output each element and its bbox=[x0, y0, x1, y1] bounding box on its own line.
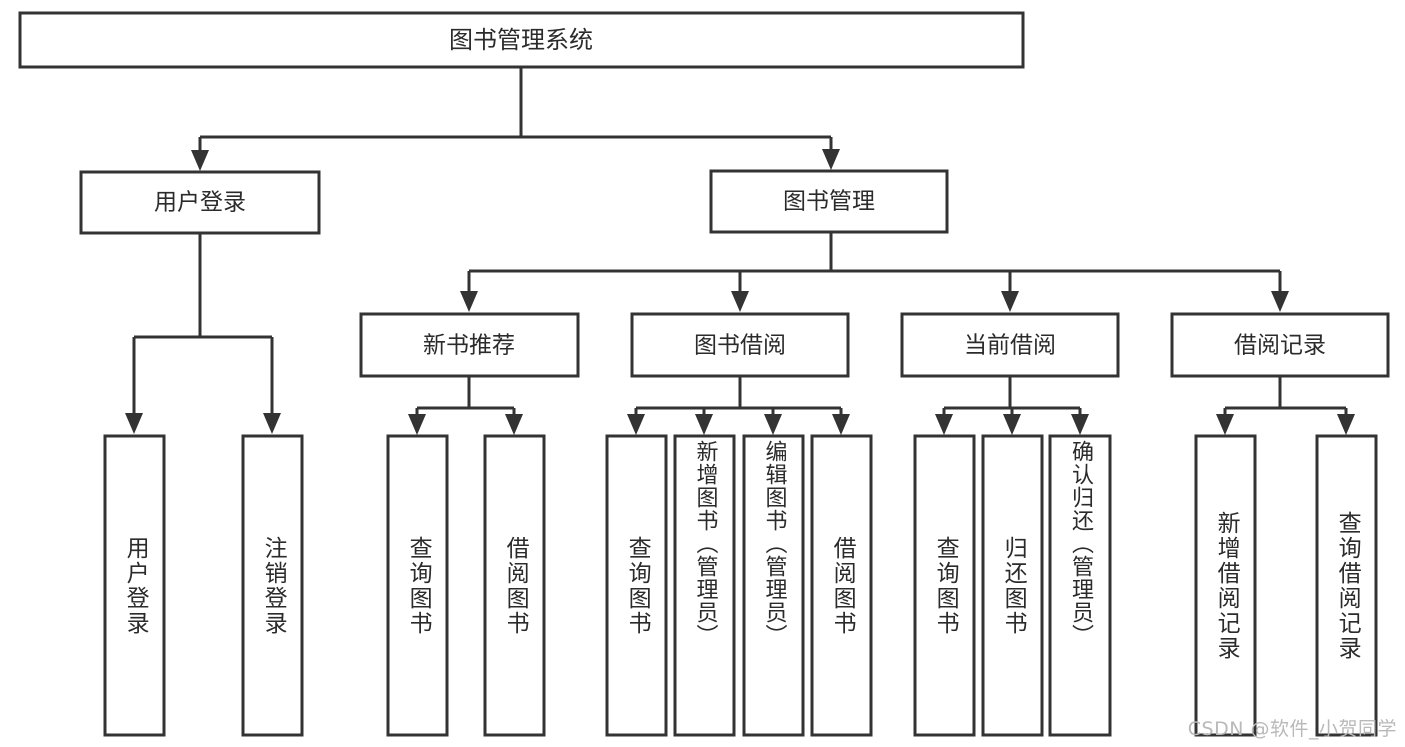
connector-user-login-to-leaves bbox=[125, 233, 281, 434]
node-book-management[interactable]: 图书管理 bbox=[709, 169, 949, 234]
leaf-node-query-borrow-record[interactable] bbox=[1315, 434, 1378, 737]
connector-current-borrow-to-leaves bbox=[935, 376, 1089, 435]
leaf-node-logout[interactable] bbox=[241, 434, 304, 737]
node-root-label: 图书管理系统 bbox=[449, 26, 593, 54]
node-current-borrow[interactable]: 当前借阅 bbox=[900, 312, 1120, 378]
connector-root-to-level1 bbox=[191, 67, 840, 171]
node-current-borrow-label: 当前借阅 bbox=[964, 333, 1056, 359]
node-user-login-label: 用户登录 bbox=[154, 190, 246, 216]
leaf-node-borrow-book-new[interactable] bbox=[483, 434, 546, 737]
leaf-node-query-book-current[interactable] bbox=[913, 434, 976, 737]
leaf-node-add-borrow-record[interactable] bbox=[1194, 434, 1257, 737]
node-borrow-records[interactable]: 借阅记录 bbox=[1170, 312, 1390, 378]
leaf-node-user-login[interactable] bbox=[103, 434, 166, 737]
watermark-text: CSDN @软件_小贺同学 bbox=[1187, 718, 1397, 740]
leaf-node-add-book-admin[interactable] bbox=[673, 434, 736, 737]
node-book-borrow[interactable]: 图书借阅 bbox=[630, 312, 850, 378]
leaf-node-borrow-book[interactable] bbox=[810, 434, 873, 737]
node-root[interactable]: 图书管理系统 bbox=[18, 11, 1025, 69]
connector-records-to-leaves bbox=[1216, 376, 1355, 435]
node-new-book-recommend[interactable]: 新书推荐 bbox=[359, 312, 580, 378]
node-book-management-label: 图书管理 bbox=[783, 189, 875, 215]
connector-borrow-to-leaves bbox=[627, 376, 850, 435]
leaf-node-edit-book-admin[interactable] bbox=[742, 434, 805, 737]
node-borrow-records-label: 借阅记录 bbox=[1234, 333, 1326, 359]
leaf-node-confirm-return-admin[interactable] bbox=[1048, 434, 1112, 737]
node-user-login[interactable]: 用户登录 bbox=[79, 170, 321, 235]
connector-book-mgmt-to-level2 bbox=[460, 232, 1289, 312]
leaf-node-query-book-new[interactable] bbox=[386, 434, 449, 737]
connector-new-book-to-leaves bbox=[408, 376, 523, 435]
node-new-book-recommend-label: 新书推荐 bbox=[423, 333, 515, 359]
leaf-node-return-book[interactable] bbox=[981, 434, 1044, 737]
leaf-node-query-book-borrow[interactable] bbox=[605, 434, 668, 737]
node-book-borrow-label: 图书借阅 bbox=[694, 333, 786, 359]
